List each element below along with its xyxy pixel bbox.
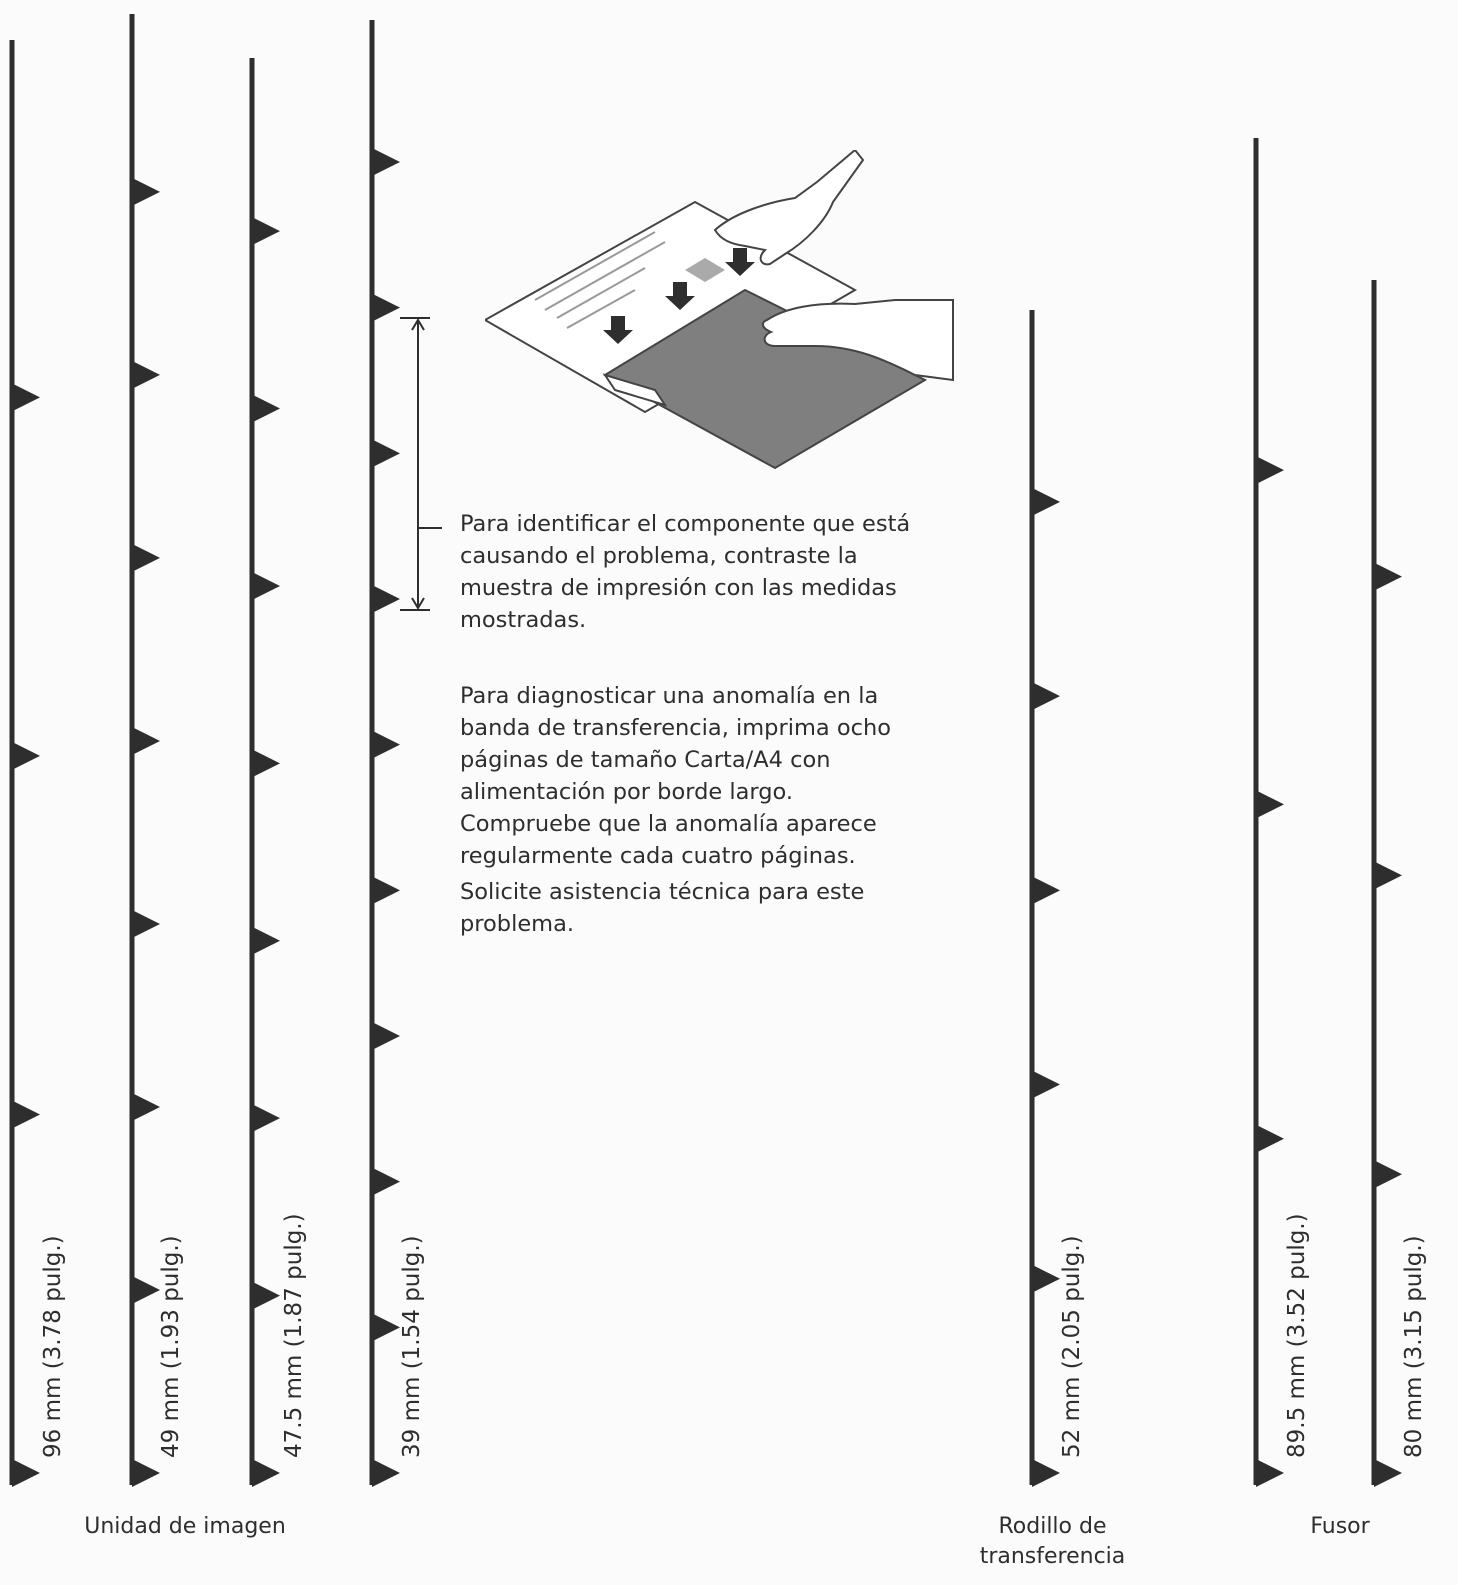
ruler-tick-marker bbox=[1032, 876, 1060, 905]
ruler-tick-marker bbox=[1374, 1459, 1402, 1487]
ruler-tick-marker bbox=[1256, 790, 1284, 819]
ruler-tick-marker bbox=[12, 741, 40, 770]
ruler-tick-marker bbox=[252, 926, 280, 955]
instruction-belt-diagnosis: Para diagnosticar una anomalía en la ban… bbox=[460, 683, 891, 869]
ruler-label: 52 mm (2.05 pulg.) bbox=[1059, 1235, 1085, 1458]
ruler-3 bbox=[369, 20, 400, 1487]
ruler-tick-marker bbox=[132, 909, 160, 938]
ruler-tick-marker bbox=[1374, 861, 1402, 890]
ruler-1 bbox=[129, 14, 160, 1487]
ruler-label: 80 mm (3.15 pulg.) bbox=[1401, 1235, 1427, 1458]
ruler-tick-marker bbox=[132, 543, 160, 572]
ruler-tick-marker bbox=[132, 1092, 160, 1121]
ruler-label: 47.5 mm (1.87 pulg.) bbox=[281, 1213, 307, 1458]
ruler-tick-marker bbox=[1256, 1459, 1284, 1487]
ruler-tick-marker bbox=[132, 177, 160, 206]
ruler-tick-marker bbox=[132, 360, 160, 389]
ruler-0 bbox=[9, 40, 40, 1487]
ruler-tick-marker bbox=[1032, 682, 1060, 711]
ruler-6 bbox=[1371, 280, 1402, 1487]
ruler-label: 89.5 mm (3.52 pulg.) bbox=[1284, 1213, 1310, 1458]
ruler-tick-marker bbox=[252, 394, 280, 423]
ruler-tick-marker bbox=[372, 439, 400, 468]
ruler-label: 39 mm (1.54 pulg.) bbox=[399, 1235, 425, 1458]
ruler-tick-marker bbox=[12, 383, 40, 412]
ruler-tick-marker bbox=[132, 726, 160, 755]
ruler-tick-marker bbox=[132, 1459, 160, 1487]
ruler-tick-marker bbox=[252, 1104, 280, 1133]
ruler-tick-marker bbox=[1032, 1070, 1060, 1099]
group-label-fuser: Fusor bbox=[1310, 1514, 1370, 1539]
ruler-tick-marker bbox=[1032, 1264, 1060, 1293]
ruler-4 bbox=[1029, 310, 1060, 1487]
ruler-tick-marker bbox=[1256, 1124, 1284, 1153]
ruler-tick-marker bbox=[252, 1459, 280, 1487]
ruler-tick-marker bbox=[12, 1459, 40, 1487]
instruction-service: Solicite asistencia técnica para este pr… bbox=[460, 879, 865, 937]
ruler-tick-marker bbox=[372, 1022, 400, 1051]
ruler-tick-marker bbox=[1256, 456, 1284, 485]
ruler-tick-marker bbox=[132, 1275, 160, 1304]
ruler-tick-marker bbox=[12, 1100, 40, 1129]
ruler-tick-marker bbox=[1032, 1459, 1060, 1487]
ruler-2 bbox=[249, 58, 280, 1487]
ruler-tick-marker bbox=[372, 293, 400, 322]
ruler-tick-marker bbox=[1374, 1160, 1402, 1189]
ruler-tick-marker bbox=[372, 876, 400, 905]
group-label-imaging-unit: Unidad de imagen bbox=[84, 1514, 286, 1539]
instruction-identify: Para identificar el componente que está … bbox=[460, 511, 911, 633]
ruler-tick-marker bbox=[372, 730, 400, 759]
ruler-tick-marker bbox=[372, 1167, 400, 1196]
ruler-tick-marker bbox=[1374, 562, 1402, 591]
ruler-tick-marker bbox=[252, 571, 280, 600]
ruler-tick-marker bbox=[372, 1313, 400, 1342]
ruler-tick-marker bbox=[372, 585, 400, 614]
measure-bracket-icon bbox=[400, 317, 442, 611]
ruler-tick-marker bbox=[1032, 487, 1060, 516]
ruler-5 bbox=[1253, 138, 1284, 1487]
ruler-tick-marker bbox=[252, 749, 280, 778]
ruler-label: 49 mm (1.93 pulg.) bbox=[158, 1235, 184, 1458]
ruler-label: 96 mm (3.78 pulg.) bbox=[40, 1235, 66, 1458]
ruler-tick-marker bbox=[252, 1281, 280, 1310]
ruler-tick-marker bbox=[372, 148, 400, 177]
group-label-transfer-roller: Rodillo de transferencia bbox=[979, 1514, 1126, 1569]
print-sample-illustration bbox=[485, 150, 954, 470]
ruler-tick-marker bbox=[372, 1459, 400, 1487]
ruler-tick-marker bbox=[252, 217, 280, 246]
